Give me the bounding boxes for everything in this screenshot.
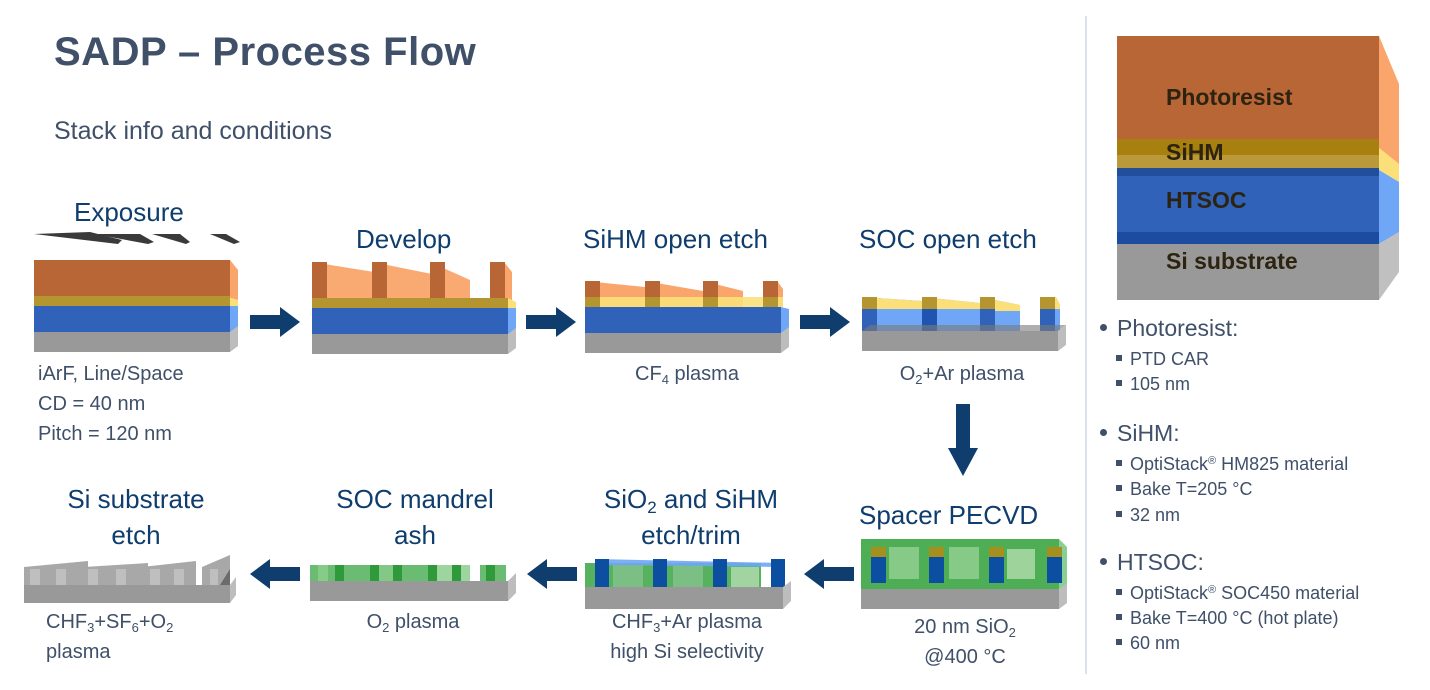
step-title-develop: Develop <box>356 224 452 254</box>
panel-divider <box>1085 16 1087 674</box>
slide-title: SADP – Process Flow <box>54 30 477 74</box>
stack-diagram-si-substrate-etch <box>24 555 236 603</box>
slide-subtitle: Stack info and conditions <box>54 117 332 145</box>
step-title-si-substrate-etch: Si substrate etch <box>30 481 242 553</box>
stack-notes: Photoresist: PTD CAR 105 nm SiHM: OptiSt… <box>1100 0 1430 690</box>
square-bullet-icon <box>1116 614 1122 621</box>
step-conditions-soc-open-etch: O2+Ar plasma <box>860 359 1064 389</box>
square-bullet-icon <box>1116 639 1122 646</box>
title-line: etch/trim <box>641 520 741 550</box>
bullet-icon <box>1100 429 1107 437</box>
stack-diagram-exposure <box>34 260 238 352</box>
note-item: OptiStack® HM825 material <box>1116 454 1348 475</box>
title-line: SiO2 and SiHM <box>603 484 779 517</box>
note-item: PTD CAR <box>1116 349 1209 370</box>
step-conditions-soc-mandrel-ash: O2 plasma <box>310 607 516 637</box>
arrow-down-icon <box>948 404 978 476</box>
step-conditions-spacer-pecvd: 20 nm SiO2 @400 °C <box>860 612 1070 672</box>
note-heading-photoresist: Photoresist: <box>1100 315 1238 342</box>
bullet-icon <box>1100 558 1107 566</box>
square-bullet-icon <box>1116 589 1122 596</box>
note-item: OptiStack® SOC450 material <box>1116 583 1359 604</box>
arrow-left-icon <box>527 559 577 589</box>
stack-diagram-develop <box>312 262 516 354</box>
step-title-soc-open-etch: SOC open etch <box>859 224 1037 254</box>
condition-line: O2+Ar plasma <box>899 363 1025 387</box>
title-line: etch <box>111 520 161 550</box>
step-title-spacer-pecvd: Spacer PECVD <box>859 500 1039 530</box>
note-item: 105 nm <box>1116 374 1190 395</box>
note-item: Bake T=400 °C (hot plate) <box>1116 608 1339 629</box>
condition-line: CF4 plasma <box>635 363 739 387</box>
note-heading-sihm: SiHM: <box>1100 420 1180 447</box>
legend-label-photoresist: Photoresist <box>1166 84 1293 110</box>
condition-line: iArF, Line/Space <box>38 363 184 385</box>
square-bullet-icon <box>1116 380 1122 387</box>
condition-line: 20 nm SiO2 <box>914 616 1016 640</box>
step-conditions-exposure: iArF, Line/Space CD = 40 nm Pitch = 120 … <box>38 359 184 449</box>
note-item: 60 nm <box>1116 633 1180 654</box>
square-bullet-icon <box>1116 355 1122 362</box>
note-item: 32 nm <box>1116 505 1180 526</box>
arrow-right-icon <box>250 307 300 337</box>
condition-line: CHF3+SF6+O2 <box>46 611 174 635</box>
condition-line: Pitch = 120 nm <box>38 423 172 445</box>
legend-label-htsoc: HTSOC <box>1166 187 1247 213</box>
stack-diagram-soc-open-etch <box>862 297 1066 351</box>
square-bullet-icon <box>1116 485 1122 492</box>
condition-line: CHF3+Ar plasma <box>611 611 763 635</box>
note-item: Bake T=205 °C <box>1116 479 1252 500</box>
square-bullet-icon <box>1116 460 1122 467</box>
step-title-sihm-open-etch: SiHM open etch <box>583 224 768 254</box>
arrow-left-icon <box>804 559 854 589</box>
condition-line: @400 °C <box>924 646 1006 668</box>
stack-diagram-soc-mandrel-ash <box>310 565 516 601</box>
step-title-exposure: Exposure <box>74 197 184 227</box>
stack-diagram-sihm-open-etch <box>585 281 789 353</box>
note-heading-htsoc: HTSOC: <box>1100 549 1204 576</box>
stack-diagram-sio2-sihm-etch-trim <box>585 559 791 609</box>
condition-line: plasma <box>46 641 111 663</box>
stack-legend-diagram <box>1117 36 1399 300</box>
condition-line: O2 plasma <box>366 611 460 635</box>
square-bullet-icon <box>1116 511 1122 518</box>
legend-label-si-substrate: Si substrate <box>1166 248 1298 274</box>
step-conditions-sihm-open-etch: CF4 plasma <box>585 359 789 389</box>
arrow-left-icon <box>250 559 300 589</box>
condition-line: high Si selectivity <box>610 641 764 663</box>
exposure-mask-icon <box>34 232 240 244</box>
arrow-right-icon <box>800 307 850 337</box>
title-line: SOC mandrel <box>336 484 494 514</box>
title-line: ash <box>394 520 436 550</box>
step-conditions-si-substrate-etch: CHF3+SF6+O2 plasma <box>46 607 173 667</box>
stack-diagram-spacer-pecvd <box>861 539 1067 609</box>
condition-line: CD = 40 nm <box>38 393 146 415</box>
step-conditions-sio2-sihm-etch-trim: CHF3+Ar plasma high Si selectivity <box>582 607 792 667</box>
step-title-sio2-sihm-etch-trim: SiO2 and SiHM etch/trim <box>582 481 800 553</box>
legend-label-sihm: SiHM <box>1166 139 1224 165</box>
bullet-icon <box>1100 324 1107 332</box>
arrow-right-icon <box>526 307 576 337</box>
title-line: Si substrate <box>67 484 205 514</box>
step-title-soc-mandrel-ash: SOC mandrel ash <box>310 481 520 553</box>
